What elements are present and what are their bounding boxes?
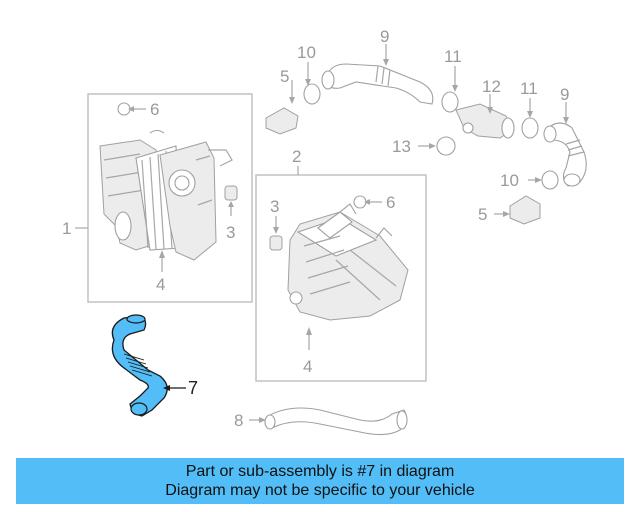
- callout-3-center: 3: [270, 197, 279, 216]
- clamp-10-right: [528, 170, 559, 190]
- sensor-5-right: [494, 195, 541, 225]
- gasket-6-center: [353, 195, 382, 209]
- clamp-10-top: [303, 62, 321, 105]
- callout-9-right: 9: [560, 85, 569, 104]
- callout-10-top: 10: [297, 43, 316, 62]
- callout-7: 7: [188, 378, 198, 398]
- air-cleaner-assembly-left: [99, 129, 233, 272]
- clamp-13: [418, 136, 456, 156]
- callout-6-left: 6: [150, 100, 159, 119]
- callout-4-center: 4: [303, 357, 312, 376]
- assembly-box-1: [87, 93, 253, 303]
- clamp-11-upper: [441, 66, 459, 113]
- callout-4-left: 4: [156, 275, 165, 294]
- callout-8: 8: [234, 411, 243, 430]
- connector-12: [455, 94, 515, 139]
- callout-5-top: 5: [280, 67, 289, 86]
- callout-11-upper: 11: [444, 47, 462, 66]
- callout-12: 12: [482, 77, 501, 96]
- hose-8: [249, 407, 408, 436]
- callout-3-left: 3: [226, 223, 235, 242]
- callout-11-right: 11: [520, 79, 538, 98]
- grommet-3-left: [224, 185, 238, 216]
- grommet-3-center: [269, 216, 283, 251]
- callout-13: 13: [392, 137, 411, 156]
- info-banner: Part or sub-assembly is #7 in diagram Di…: [16, 458, 624, 504]
- callout-10-right: 10: [500, 171, 519, 190]
- hose-9-right: [543, 102, 587, 187]
- clamp-11-right: [521, 98, 539, 139]
- air-cleaner-assembly-center: [287, 203, 409, 350]
- sensor-5-top: [265, 80, 299, 135]
- assembly-box-2: [255, 174, 427, 382]
- callout-9-top: 9: [380, 27, 389, 46]
- parts-diagram: 6 3 4 1 2 3 6 4: [62, 27, 587, 436]
- callout-1: 1: [62, 219, 71, 238]
- callout-5-right: 5: [478, 205, 487, 224]
- banner-line-2: Diagram may not be specific to your vehi…: [165, 482, 475, 499]
- hose-9-upper: [321, 44, 434, 105]
- gasket-6-left: [117, 102, 146, 116]
- banner-line-1: Part or sub-assembly is #7 in diagram: [185, 463, 455, 480]
- air-intake-hose-7: [111, 314, 186, 417]
- callout-2: 2: [292, 147, 301, 166]
- callout-6-center: 6: [386, 193, 395, 212]
